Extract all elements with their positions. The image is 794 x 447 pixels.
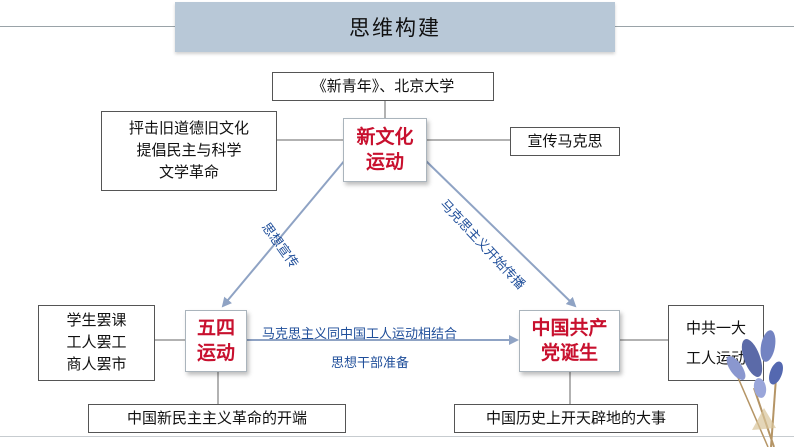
node-bottom-left: 中国新民主主义革命的开端 — [88, 404, 346, 433]
node-left-top-line: 提倡民主与科学 — [136, 141, 242, 160]
node-mid-left: 五四 运动 — [185, 310, 247, 372]
node-center: 新文化 运动 — [343, 118, 427, 182]
edge-label-horizontal-top: 马克思主义同中国工人运动相结合 — [262, 327, 458, 342]
node-left-top-line: 抨击旧道德旧文化 — [128, 119, 249, 138]
arrow-center-to-mid-left — [221, 159, 346, 308]
node-bottom-right: 中国历史上开天辟地的大事 — [454, 404, 698, 433]
node-far-left-line: 工人罢工 — [66, 333, 127, 352]
lavender-decoration — [726, 330, 783, 447]
arrow-center-to-mid-right — [424, 159, 577, 308]
node-far-right-line: 中共一大 — [685, 319, 746, 337]
node-mid-left-line: 运动 — [196, 342, 235, 364]
node-far-left-line: 学生罢课 — [66, 311, 127, 330]
node-left-top: 抨击旧道德旧文化 提倡民主与科学 文学革命 — [101, 111, 277, 191]
node-mid-right-line: 党诞生 — [540, 342, 598, 364]
node-left-top-line: 文学革命 — [158, 162, 219, 181]
page-title: 思维构建 — [175, 2, 615, 52]
node-top: 《新青年》、北京大学 — [272, 72, 494, 101]
node-right-top: 宣传马克思 — [510, 127, 620, 156]
node-mid-left-line: 五四 — [196, 317, 235, 340]
node-far-left-line: 商人罢市 — [66, 354, 127, 373]
node-mid-right-line: 中国共产 — [531, 317, 608, 340]
edge-label-horizontal-bottom: 思想干部准备 — [331, 356, 410, 371]
node-far-left: 学生罢课 工人罢工 商人罢市 — [38, 305, 155, 381]
node-center-line: 运动 — [365, 151, 404, 173]
node-mid-right: 中国共产 党诞生 — [519, 310, 620, 372]
node-center-line: 新文化 — [356, 126, 414, 149]
bottom-rule — [0, 436, 794, 437]
